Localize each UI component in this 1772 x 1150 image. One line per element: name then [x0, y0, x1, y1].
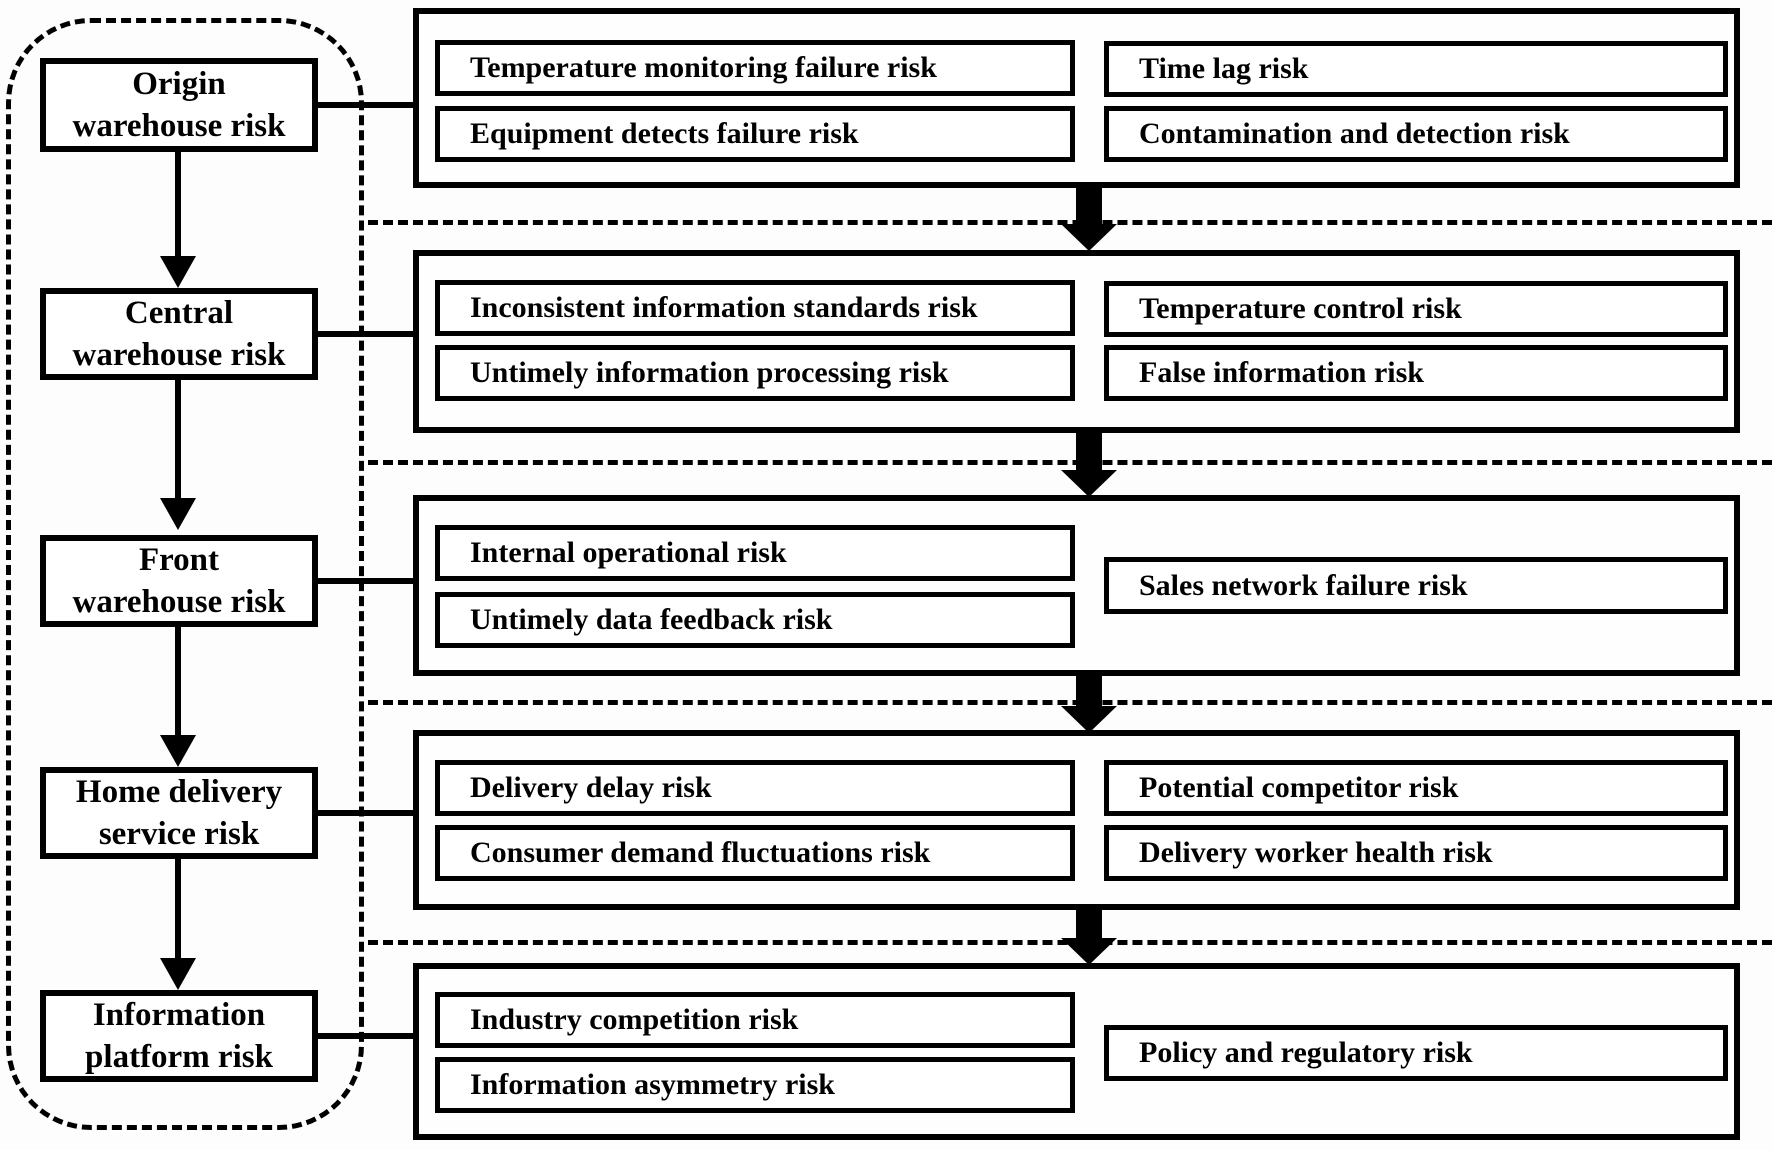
risk-box-untimely-data-feedback: Untimely data feedback risk	[435, 592, 1075, 648]
risk-box-internal-operational: Internal operational risk	[435, 525, 1075, 581]
down-arrow-stem-3	[175, 627, 181, 737]
down-arrow-head-icon	[160, 735, 196, 767]
block-arrow-head-icon	[1061, 224, 1117, 251]
block-arrow-stem-2	[1076, 430, 1102, 472]
stage-label-line: Origin	[132, 65, 226, 102]
stage-label-line: warehouse risk	[72, 337, 286, 373]
stage-box-home-delivery-service-risk: Home delivery service risk	[40, 767, 318, 859]
risk-box-delivery-delay: Delivery delay risk	[435, 760, 1075, 816]
stage-box-front-warehouse-risk: Front warehouse risk	[40, 535, 318, 627]
stage-label-line: Central	[124, 294, 234, 331]
stage-connector-3	[316, 578, 413, 584]
risk-box-policy-and-regulatory: Policy and regulatory risk	[1104, 1025, 1728, 1081]
risk-box-contamination-and-detection: Contamination and detection risk	[1104, 106, 1728, 162]
stage-chain-container	[6, 18, 364, 1130]
stage-label-line: service risk	[98, 816, 260, 852]
risk-box-time-lag: Time lag risk	[1104, 41, 1728, 97]
risk-box-temperature-monitoring-failure: Temperature monitoring failure risk	[435, 40, 1075, 96]
stage-label-line: Information	[92, 996, 266, 1033]
block-arrow-head-icon	[1061, 938, 1117, 965]
stage-connector-5	[316, 1033, 413, 1039]
block-arrow-head-icon	[1061, 470, 1117, 497]
block-arrow-stem-3	[1076, 672, 1102, 708]
section-box-home-delivery	[413, 730, 1740, 910]
risk-box-inconsistent-information-standards: Inconsistent information standards risk	[435, 280, 1075, 336]
risk-box-information-asymmetry: Information asymmetry risk	[435, 1057, 1075, 1113]
down-arrow-head-icon	[160, 498, 196, 530]
section-divider-3	[368, 700, 1772, 705]
stage-box-central-warehouse-risk: Central warehouse risk	[40, 288, 318, 380]
stage-box-origin-warehouse-risk: Origin warehouse risk	[40, 58, 318, 152]
risk-box-industry-competition: Industry competition risk	[435, 992, 1075, 1048]
stage-label-line: Home delivery	[75, 773, 283, 810]
down-arrow-stem-1	[175, 152, 181, 258]
block-arrow-head-icon	[1061, 706, 1117, 733]
section-divider-1	[368, 220, 1772, 225]
stage-label-line: Front	[138, 541, 220, 578]
risk-box-delivery-worker-health: Delivery worker health risk	[1104, 825, 1728, 881]
stage-label-line: platform risk	[85, 1039, 273, 1075]
risk-box-potential-competitor: Potential competitor risk	[1104, 760, 1728, 816]
stage-label-line: warehouse risk	[72, 108, 286, 144]
block-arrow-stem-1	[1076, 184, 1102, 226]
down-arrow-head-icon	[160, 256, 196, 288]
block-arrow-stem-4	[1076, 906, 1102, 940]
risk-box-false-information: False information risk	[1104, 345, 1728, 401]
down-arrow-head-icon	[160, 958, 196, 990]
stage-connector-4	[316, 810, 413, 816]
section-box-central-warehouse	[413, 250, 1740, 433]
stage-connector-1	[316, 102, 413, 108]
risk-box-temperature-control: Temperature control risk	[1104, 281, 1728, 337]
stage-box-information-platform-risk: Information platform risk	[40, 990, 318, 1082]
section-divider-2	[368, 460, 1772, 465]
risk-box-equipment-detects-failure: Equipment detects failure risk	[435, 106, 1075, 162]
risk-box-sales-network-failure: Sales network failure risk	[1104, 557, 1728, 614]
stage-connector-2	[316, 331, 413, 337]
risk-box-consumer-demand-fluctuations: Consumer demand fluctuations risk	[435, 825, 1075, 881]
risk-box-untimely-information-processing: Untimely information processing risk	[435, 345, 1075, 401]
down-arrow-stem-4	[175, 859, 181, 960]
down-arrow-stem-2	[175, 380, 181, 500]
stage-label-line: warehouse risk	[72, 584, 286, 620]
